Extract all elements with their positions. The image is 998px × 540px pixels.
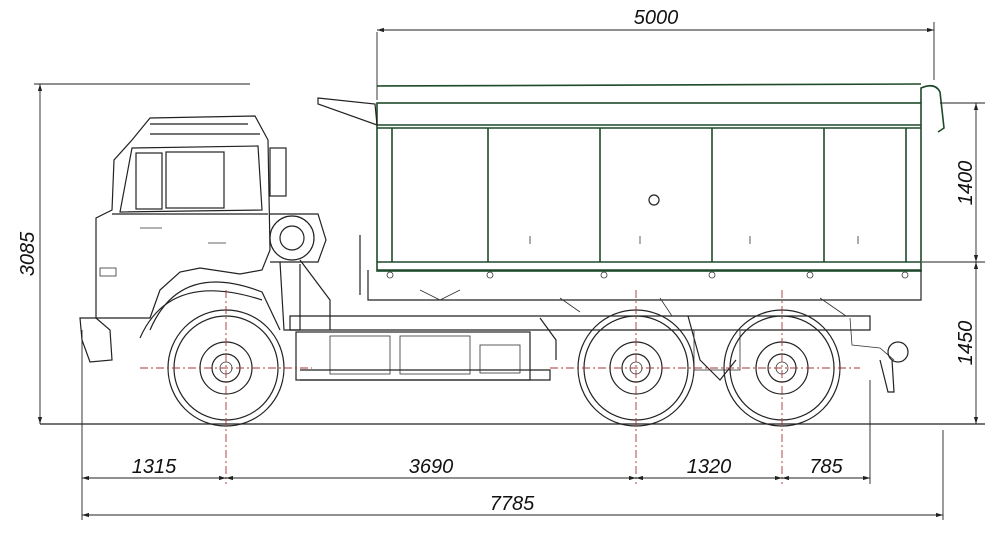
dim-overall-length: 7785	[490, 493, 535, 515]
dim-overall-height: 3085	[17, 231, 39, 276]
dim-wheelbase-front: 3690	[409, 456, 454, 478]
dim-front-overhang: 1315	[132, 456, 177, 478]
engine-area	[269, 213, 331, 331]
chassis	[289, 289, 909, 393]
dim-wheelbase-rear: 1320	[687, 456, 732, 478]
dim-rear-overhang: 785	[809, 456, 843, 478]
dim-body-length: 5000	[634, 7, 679, 29]
dim-floor-height: 1450	[955, 321, 977, 366]
dump-body	[317, 83, 945, 301]
dim-body-height: 1400	[955, 161, 977, 206]
